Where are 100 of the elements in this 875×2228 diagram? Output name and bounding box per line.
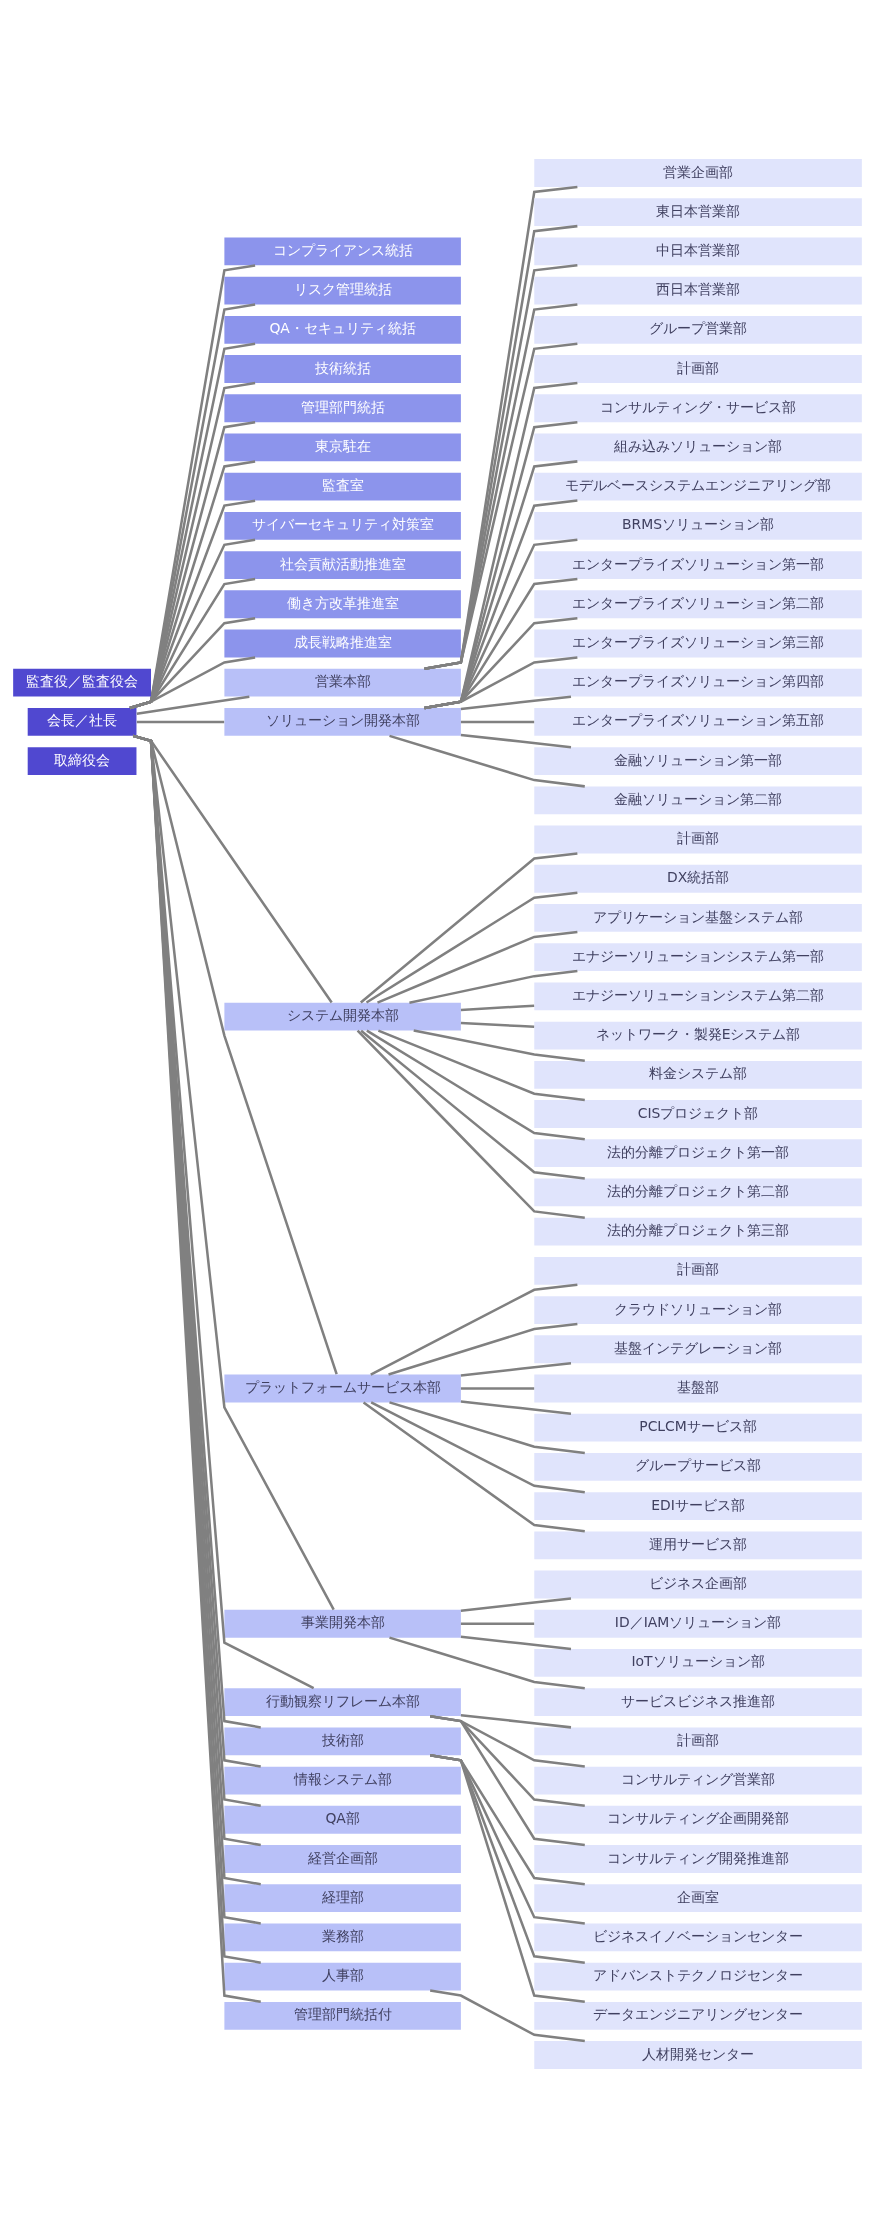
connector xyxy=(460,1387,535,1390)
node-box: アプリケーション基盤システム部 xyxy=(534,904,862,932)
node-box: エンタープライズソリューション第一部 xyxy=(534,551,862,579)
node-box: 営業本部 xyxy=(224,668,461,697)
node-box: 管理部門統括付 xyxy=(224,2001,461,2030)
connector xyxy=(389,734,585,788)
node-box: グループサービス部 xyxy=(534,1452,862,1481)
connector xyxy=(360,852,578,1004)
connector xyxy=(460,1004,535,1012)
connector xyxy=(424,616,578,710)
connector xyxy=(460,1713,572,1729)
node-box: 運用サービス部 xyxy=(534,1531,862,1560)
node-box: 事業開発本部 xyxy=(224,1609,461,1638)
node-box: 企画室 xyxy=(534,1884,862,1913)
node-box: 営業企画部 xyxy=(534,159,862,187)
node-box: システム開発本部 xyxy=(224,1002,461,1031)
node-box: PCLCMサービス部 xyxy=(534,1413,862,1442)
node-box: コンサルティング開発推進部 xyxy=(534,1845,862,1873)
node-box: 基盤インテグレーション部 xyxy=(534,1335,862,1364)
node-box: ビジネスイノベーションセンター xyxy=(534,1923,862,1952)
connector xyxy=(388,1322,578,1376)
node-box: 経理部 xyxy=(224,1884,461,1913)
connector xyxy=(460,695,572,711)
node-box: クラウドソリューション部 xyxy=(534,1296,862,1324)
node-box: ビジネス企画部 xyxy=(534,1570,862,1599)
connector xyxy=(377,930,578,1004)
node-box: アドバンストテクノロジセンター xyxy=(534,1962,862,1991)
node-box: IoTソリューション部 xyxy=(534,1649,862,1677)
node-box: 監査役／監査役会 xyxy=(13,668,151,697)
node-box: エナジーソリューションシステム第二部 xyxy=(534,982,862,1011)
node-box: エンタープライズソリューション第二部 xyxy=(534,590,862,619)
node-box: 人材開発センター xyxy=(534,2041,862,2069)
connector xyxy=(370,1401,585,1494)
connector xyxy=(424,656,578,710)
connector xyxy=(365,891,578,1004)
node-box: 会長／社長 xyxy=(27,708,137,736)
node-box: ID／IAMソリューション部 xyxy=(534,1609,862,1638)
node-box: 情報システム部 xyxy=(224,1766,461,1795)
node-box: サイバーセキュリティ対策室 xyxy=(224,511,461,540)
node-box: コンサルティング営業部 xyxy=(534,1766,862,1795)
node-box: コンサルティング・サービス部 xyxy=(534,394,862,423)
node-box: QA・セキュリティ統括 xyxy=(224,315,461,344)
connector xyxy=(362,1401,585,1533)
node-box: 西日本営業部 xyxy=(534,276,862,305)
connector xyxy=(409,969,578,1004)
node-box: 計画部 xyxy=(534,1256,862,1285)
node-box: 金融ソリューション第一部 xyxy=(534,747,862,776)
node-box: DX統括部 xyxy=(534,864,862,893)
connector xyxy=(136,695,250,716)
node-box: エナジーソリューションシステム第一部 xyxy=(534,943,862,972)
node-box: 行動観察リフレーム本部 xyxy=(224,1688,461,1717)
connector xyxy=(360,1029,585,1180)
node-box: ソリューション開発本部 xyxy=(224,708,461,736)
node-box: 法的分離プロジェクト第二部 xyxy=(534,1178,862,1207)
node-box: データエンジニアリングセンター xyxy=(534,2001,862,2030)
connector xyxy=(356,1029,585,1219)
node-box: 技術部 xyxy=(224,1727,461,1756)
node-box: エンタープライズソリューション第五部 xyxy=(534,708,862,736)
node-box: 社会貢献活動推進室 xyxy=(224,551,461,579)
node-box: コンプライアンス統括 xyxy=(224,237,461,266)
node-box: 法的分離プロジェクト第三部 xyxy=(534,1217,862,1246)
node-box: 料金システム部 xyxy=(534,1060,862,1089)
node-box: 計画部 xyxy=(534,825,862,854)
connector xyxy=(389,1401,585,1455)
node-box: 基盤部 xyxy=(534,1374,862,1403)
connector xyxy=(424,499,578,710)
connector xyxy=(366,1029,585,1141)
node-box: 業務部 xyxy=(224,1923,461,1952)
node-box: CISプロジェクト部 xyxy=(534,1100,862,1128)
node-box: QA部 xyxy=(224,1805,461,1834)
connector xyxy=(460,1597,572,1612)
node-box: ネットワーク・製発Eシステム部 xyxy=(534,1021,862,1050)
connector xyxy=(460,1021,535,1029)
connector xyxy=(424,577,578,710)
node-box: BRMSソリューション部 xyxy=(534,511,862,540)
node-box: プラットフォームサービス本部 xyxy=(224,1374,461,1403)
connector xyxy=(429,1714,585,1847)
connector xyxy=(460,1622,535,1625)
connector xyxy=(136,720,225,724)
node-box: 技術統括 xyxy=(224,355,461,383)
node-box: 働き方改革推進室 xyxy=(224,590,461,619)
node-box: モデルベースシステムエンジニアリング部 xyxy=(534,472,862,501)
node-box: 人事部 xyxy=(224,1962,461,1991)
node-box: 東京駐在 xyxy=(224,433,461,462)
connector xyxy=(389,1636,585,1690)
connector xyxy=(429,1989,585,2043)
connector xyxy=(370,1283,578,1376)
node-box: 東日本営業部 xyxy=(534,198,862,227)
node-box: リスク管理統括 xyxy=(224,276,461,305)
connector xyxy=(460,1635,572,1651)
node-box: EDIサービス部 xyxy=(534,1492,862,1520)
node-box: 組み込みソリューション部 xyxy=(534,433,862,462)
connector xyxy=(413,1029,585,1063)
node-box: グループ営業部 xyxy=(534,315,862,344)
node-box: エンタープライズソリューション第四部 xyxy=(534,668,862,697)
node-box: 経営企画部 xyxy=(224,1845,461,1873)
connector xyxy=(460,720,535,724)
connector xyxy=(460,733,572,749)
node-box: 監査室 xyxy=(224,472,461,501)
node-box: サービスビジネス推進部 xyxy=(534,1688,862,1717)
